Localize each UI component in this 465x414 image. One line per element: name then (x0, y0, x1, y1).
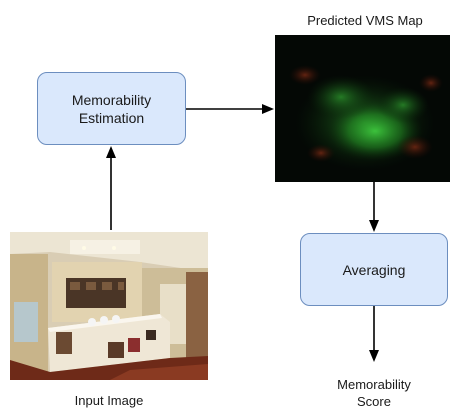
score-caption: Memorability Score (337, 377, 411, 409)
arrowhead-down-2 (369, 350, 379, 362)
arrowhead-up (106, 146, 116, 158)
memorability-estimation-box: Memorability Estimation (37, 72, 186, 145)
averaging-label: Averaging (342, 261, 406, 278)
arrowhead-down-1 (369, 220, 379, 232)
input-image-caption: Input Image (74, 393, 144, 408)
map-title: Predicted VMS Map (307, 13, 423, 28)
averaging-box: Averaging (300, 233, 448, 306)
vms-heatmap (275, 35, 450, 182)
input-image (10, 232, 208, 380)
memorability-estimation-label: Memorability Estimation (71, 91, 152, 126)
arrowhead-right (262, 104, 274, 114)
